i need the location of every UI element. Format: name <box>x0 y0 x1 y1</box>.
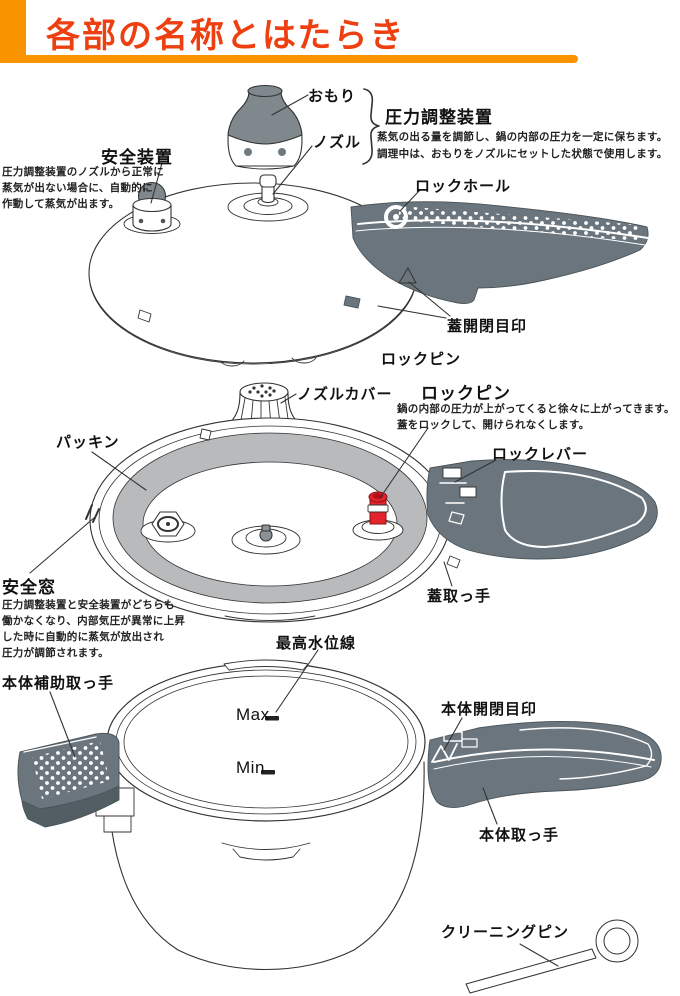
label-cleaning-pin: クリーニングピン <box>441 924 570 941</box>
lid-handle-top-art <box>343 201 649 309</box>
lock-hole-art <box>384 205 408 229</box>
max-level-text: Max <box>236 705 270 724</box>
heading-safety-window: 安全窓 <box>2 578 56 597</box>
lock-pin-art <box>352 491 404 541</box>
body-handle-art <box>427 721 662 808</box>
header-accent-bar-left <box>0 0 26 63</box>
label-packing: パッキン <box>56 434 120 451</box>
pressure-device-desc-1: 蒸気の出る量を調節し、鍋の内部の圧力を一定に保ちます。 <box>377 131 668 143</box>
label-lock-lever: ロックレバー <box>492 446 589 463</box>
min-level-mark <box>261 770 275 775</box>
label-lock-pin-top: ロックピン <box>381 351 462 368</box>
aux-handle-art <box>17 732 135 833</box>
label-lid-handle: 蓋取っ手 <box>427 588 492 605</box>
open-mark-art <box>431 743 458 763</box>
lid-underside-disc <box>85 417 461 623</box>
header-accent-underline <box>26 55 578 63</box>
pressure-device-brace <box>362 88 380 165</box>
label-nozzle: ノズル <box>313 134 362 151</box>
safety-device-nut-art <box>140 511 196 543</box>
label-aux-handle: 本体補助取っ手 <box>2 675 115 692</box>
label-body-handle: 本体取っ手 <box>479 827 560 844</box>
label-lid-mark: 蓋開閉目印 <box>447 318 528 335</box>
heading-lock-pin: ロックピン <box>421 384 511 403</box>
safety-window-desc-1: 圧力調整装置と安全装置がどちらも <box>2 599 175 611</box>
page-title: 各部の名称とはたらき <box>46 17 406 55</box>
lock-pin-desc-1: 鍋の内部の圧力が上がってくると徐々に上がってきます。 <box>397 403 675 415</box>
leader-lines <box>29 94 559 967</box>
heading-safety-device: 安全装置 <box>101 148 173 167</box>
safety-device-desc-3: 作動して蒸気が出ます。 <box>2 198 120 210</box>
nozzle-mount-art <box>231 524 301 555</box>
lock-pin-desc-2: 蓋をロックして、開けられなくします。 <box>397 419 590 431</box>
min-level-text: Min <box>236 758 265 777</box>
lid-underside-art <box>85 382 658 623</box>
label-nozzle-cover: ノズルカバー <box>297 386 393 403</box>
label-lock-hole: ロックホール <box>415 178 512 195</box>
cleaning-pin-art <box>465 919 639 994</box>
nozzle-art <box>227 174 309 222</box>
pot-rim <box>106 659 426 861</box>
label-open-mark: 本体開閉目印 <box>441 701 538 718</box>
label-omori: おもり <box>308 88 357 105</box>
lid-handle-underside-art <box>426 459 658 560</box>
safety-window-desc-2: 働かなくなり、内部気圧が異常に上昇 <box>2 615 186 627</box>
weight-art <box>227 84 303 170</box>
safety-device-desc-1: 圧力調整装置のノズルから正常に <box>2 166 164 178</box>
heading-pressure-device: 圧力調整装置 <box>385 108 493 127</box>
safety-window-art <box>85 504 100 523</box>
safety-device-desc-2: 蒸気が出ない場合に、自動的に <box>2 182 153 194</box>
safety-window-desc-4: 圧力が調節されます。 <box>2 647 109 659</box>
label-max-line: 最高水位線 <box>276 635 357 652</box>
lid-mark-triangle <box>398 267 417 284</box>
max-level-mark <box>265 716 279 721</box>
safety-window-desc-3: した時に自動的に蒸気が放出され <box>2 631 164 643</box>
pot-wall <box>107 761 425 971</box>
lid-top-art <box>88 84 649 367</box>
pot-body-art <box>17 659 662 994</box>
pressure-device-desc-2: 調理中は、おもりをノズルにセットした状態で使用します。 <box>377 148 668 160</box>
